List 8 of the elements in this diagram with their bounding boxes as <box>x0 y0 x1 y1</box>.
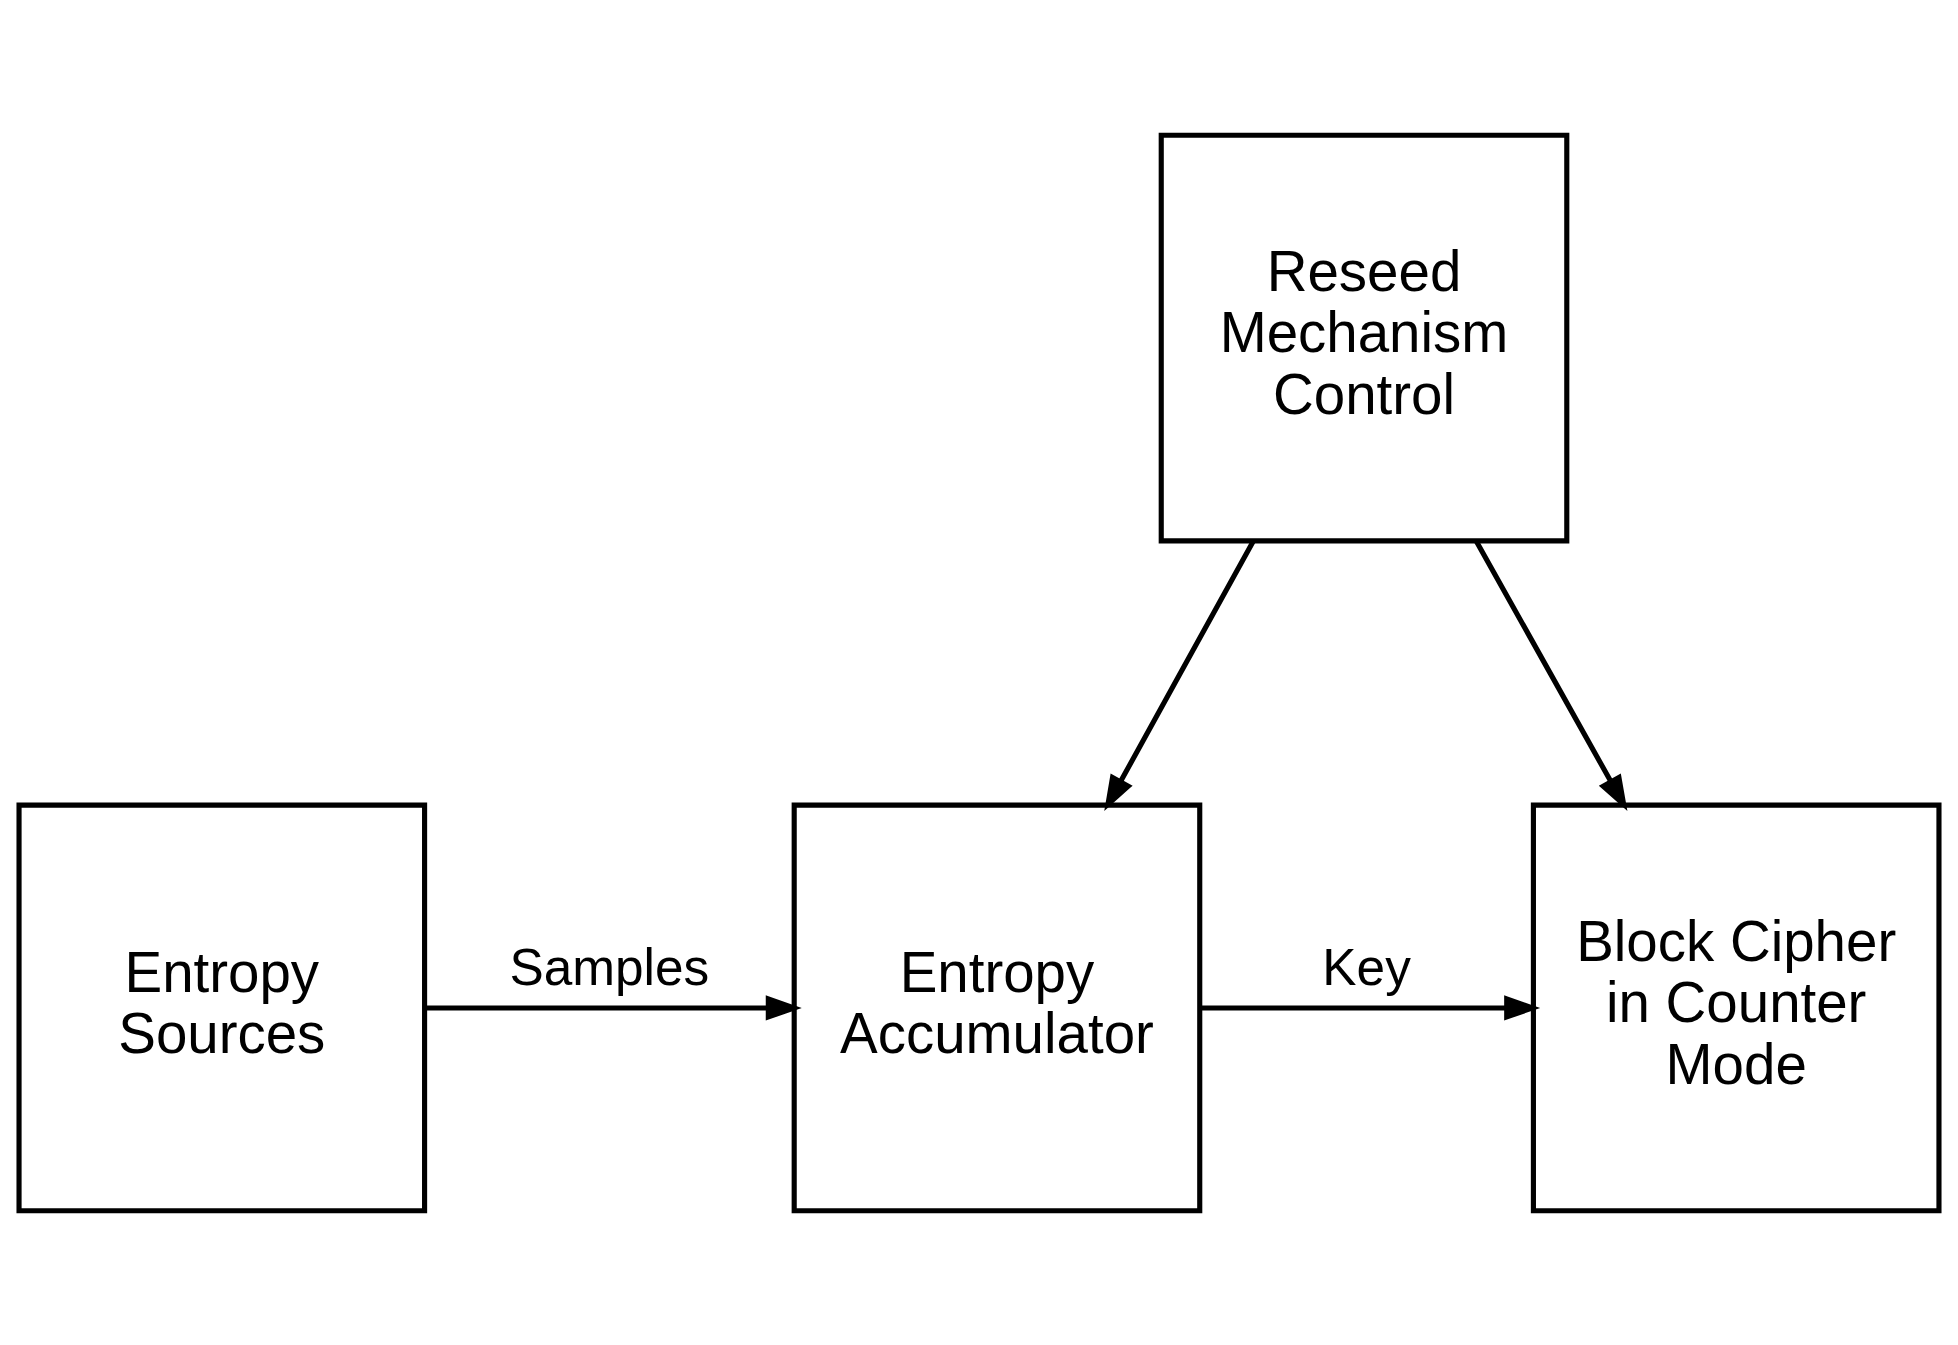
arrow <box>425 994 802 1021</box>
node-box: Entropy Sources <box>16 802 428 1213</box>
node-box: Reseed Mechanism Control <box>1158 132 1570 543</box>
edge-label: Samples <box>509 938 710 996</box>
arrow <box>1199 994 1541 1021</box>
node-box: Block Cipher in Counter Mode <box>1530 802 1942 1213</box>
node-box: Entropy Accumulator <box>791 802 1203 1213</box>
edge-label: Key <box>1322 938 1411 996</box>
